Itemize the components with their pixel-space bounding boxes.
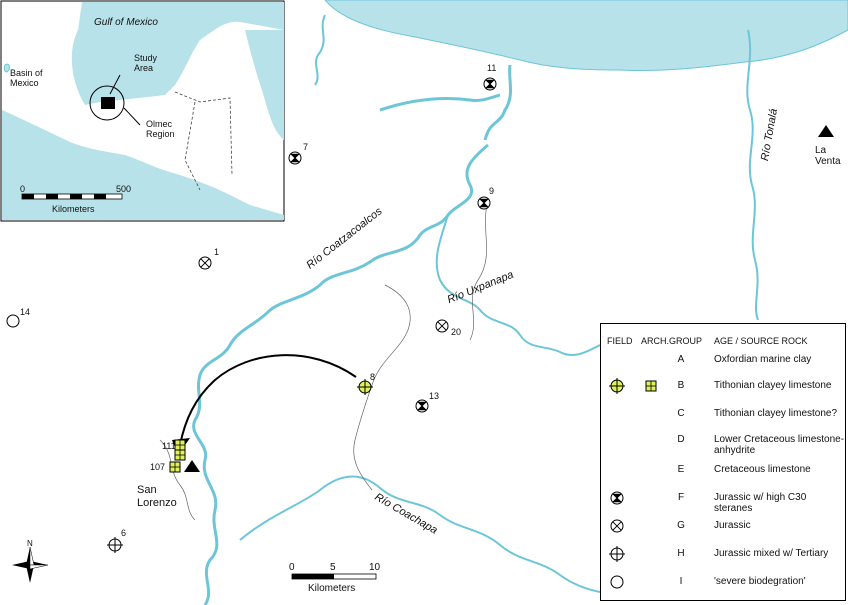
- scale-five-label: 5: [330, 562, 336, 573]
- site-label: 11: [487, 63, 497, 73]
- rio-coachapa-line: [239, 475, 601, 593]
- study-area-box: [101, 97, 115, 109]
- legend-field-b-icon: [609, 378, 625, 394]
- legend-group: I: [679, 576, 683, 587]
- legend-h-icon: [609, 546, 625, 562]
- rio-tonala-line: [746, 29, 759, 321]
- transport-arrow: [179, 354, 357, 446]
- site-marker-7: [288, 151, 302, 165]
- site-marker-111: [174, 449, 186, 461]
- inset-scale-zero: 0: [20, 184, 26, 194]
- site-label: 107: [150, 462, 166, 472]
- legend-header-field: FIELD: [607, 336, 633, 346]
- basin-of-mexico-label: Basin of Mexico: [10, 68, 43, 88]
- coastal-inlet: [379, 93, 501, 112]
- legend-desc: Cretaceous limestone: [714, 464, 811, 475]
- basin-of-mexico-icon: [3, 63, 10, 73]
- site-label: 1: [214, 247, 220, 257]
- site-marker-107-extra: [169, 461, 181, 473]
- minor-stream: [469, 199, 489, 341]
- rio-coatzacoalcos-line: [192, 143, 489, 605]
- legend-desc: Tithonian clayey limestone?: [714, 408, 838, 419]
- san-lorenzo-label: San Lorenzo: [137, 484, 177, 509]
- legend-group: D: [677, 434, 685, 445]
- minor-stream: [159, 439, 196, 521]
- inset-scale-bar: [21, 193, 123, 200]
- olmec-region-label: Olmec Region: [146, 119, 175, 139]
- legend-f-icon: [610, 491, 624, 505]
- la-venta-label: La Venta: [815, 145, 841, 167]
- olmec-arrow: [123, 107, 141, 126]
- legend-desc: Tithonian clayey limestone: [714, 380, 832, 391]
- legend-group: H: [677, 548, 685, 559]
- study-area-arrow: [109, 74, 121, 95]
- site-label: 6: [121, 528, 127, 538]
- site-marker-111-upper: [174, 439, 186, 451]
- coastal-inlet: [483, 64, 512, 141]
- legend-desc: Jurassic: [714, 520, 751, 531]
- legend-i-icon: [610, 575, 624, 589]
- scale-zero-label: 0: [289, 562, 295, 573]
- site-label: 13: [429, 391, 440, 401]
- study-area-label: Study Area: [134, 53, 158, 73]
- inset-scale-500: 500: [116, 184, 132, 194]
- site-marker-6: [107, 537, 123, 553]
- inset-map: [0, 0, 285, 222]
- legend-desc: 'severe biodegration': [714, 576, 806, 587]
- site-label: 20: [451, 327, 462, 337]
- site-marker-9: [477, 196, 491, 210]
- site-label: 14: [20, 307, 31, 317]
- legend-group: F: [677, 492, 685, 503]
- legend-arch-b-icon: [645, 380, 657, 392]
- legend-desc: Oxfordian marine clay: [714, 354, 812, 365]
- legend-panel: FIELD ARCH. GROUP AGE / SOURCE ROCK A Ox…: [600, 323, 846, 601]
- site-marker-13: [415, 399, 429, 413]
- main-scale-bar: [291, 573, 377, 580]
- san-lorenzo-triangle: [184, 460, 200, 472]
- legend-g-icon: [610, 519, 624, 533]
- la-venta-triangle: [818, 125, 834, 137]
- legend-group: C: [677, 408, 685, 419]
- site-markers: [6, 77, 497, 553]
- scale-ten-label: 10: [369, 562, 381, 573]
- inset-scale-unit: Kilometers: [52, 204, 95, 214]
- site-marker-11: [483, 77, 497, 91]
- inset-gulf: [2, 2, 284, 105]
- gulf-of-mexico-label: Gulf of Mexico: [94, 17, 158, 28]
- site-marker-14: [6, 314, 20, 328]
- gulf-water: [324, 0, 848, 72]
- legend-header-arch: ARCH.: [641, 336, 670, 346]
- minor-stream: [353, 284, 411, 491]
- inset-pacific: [2, 110, 284, 220]
- legend-group: E: [677, 464, 685, 475]
- legend-symbols: [609, 378, 657, 589]
- scale-unit-label: Kilometers: [308, 583, 356, 594]
- coastal-inlet: [314, 14, 326, 86]
- site-marker-1: [198, 256, 212, 270]
- north-arrow-icon: [12, 546, 49, 583]
- site-label: 111: [162, 441, 176, 451]
- legend-desc: Lower Cretaceous limestone- anhydrite: [714, 434, 845, 456]
- site-label: 9: [489, 186, 495, 196]
- inset-caribbean: [245, 30, 284, 140]
- legend-group: G: [677, 520, 685, 531]
- legend-header-age: AGE / SOURCE ROCK: [714, 336, 808, 346]
- legend-group: B: [677, 380, 685, 391]
- inset-state-borders: [174, 91, 233, 191]
- rio-uxpanapa-line: [435, 214, 601, 356]
- legend-desc: Jurassic w/ high C30 steranes: [714, 492, 807, 514]
- site-marker-20: [435, 319, 449, 333]
- legend-group: A: [677, 354, 685, 365]
- site-label: 8: [370, 372, 376, 382]
- site-label: 7: [303, 142, 309, 152]
- legend-desc: Jurassic mixed w/ Tertiary: [714, 548, 829, 559]
- north-label: N: [27, 539, 33, 548]
- site-marker-8: [357, 379, 373, 395]
- legend-header-group: GROUP: [669, 336, 703, 346]
- olmec-region-circle: [89, 85, 125, 121]
